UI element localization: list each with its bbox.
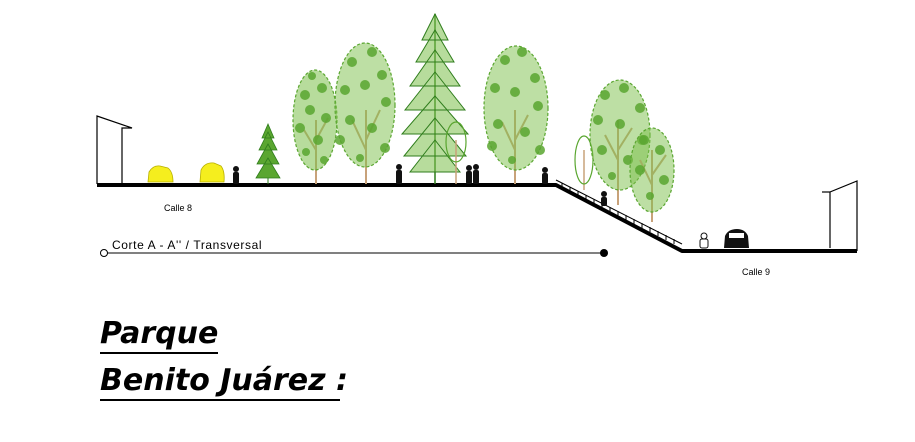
right-building-outline xyxy=(822,180,858,251)
car-icon xyxy=(147,165,174,183)
pedestrian-icon xyxy=(601,191,607,206)
deciduous-tree-icon xyxy=(292,69,338,184)
street-label-right: Calle 9 xyxy=(742,267,771,277)
car-icon xyxy=(199,162,225,183)
broadleaf-tree-icon xyxy=(629,127,675,222)
street-label-left: Calle 8 xyxy=(164,203,193,213)
deciduous-tree-icon xyxy=(445,121,467,184)
broadleaf-tree-icon xyxy=(334,42,396,184)
section-cut-line xyxy=(100,249,608,257)
pedestrian-icon xyxy=(466,164,479,184)
page-title-line-2: Benito Juárez : xyxy=(100,364,348,401)
ground-profile xyxy=(97,179,857,253)
pedestrian-icon xyxy=(699,232,709,249)
broadleaf-tree-icon xyxy=(483,45,549,184)
pedestrian-icon xyxy=(542,167,548,184)
pedestrian-icon xyxy=(396,164,402,184)
conifer-tree-icon xyxy=(400,12,470,184)
section-cut-label: Corte A - A'' / Transversal xyxy=(112,238,263,252)
page-title-line-1: Parque xyxy=(100,317,218,354)
pine-tree-icon xyxy=(255,122,281,184)
car-icon xyxy=(724,229,749,248)
left-building-outline xyxy=(96,115,133,184)
pedestrian-icon xyxy=(233,166,239,184)
